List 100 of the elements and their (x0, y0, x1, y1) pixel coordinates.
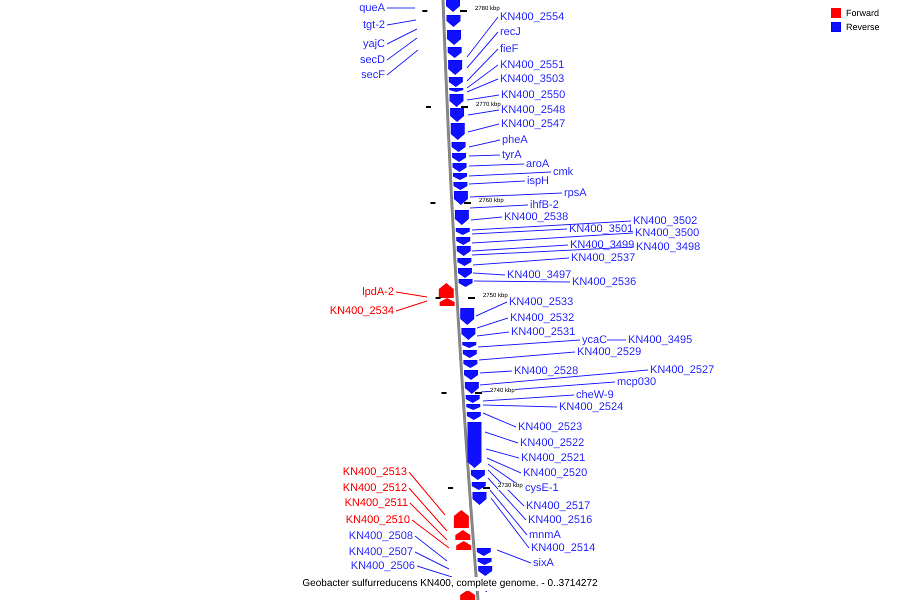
gene-label: KN400_2536 (572, 275, 636, 289)
leader-line (472, 232, 634, 244)
leader-line (468, 140, 500, 148)
gene-label: KN400_3503 (500, 72, 564, 86)
leader-line (468, 180, 526, 184)
leader-line (496, 550, 532, 564)
leader-line (386, 28, 418, 44)
leader-line (478, 340, 580, 348)
gene-label: KN400_2514 (531, 541, 596, 555)
gene-label: KN400_2529 (577, 345, 642, 359)
leader-line (478, 352, 576, 360)
leader-line (468, 154, 500, 156)
leader-line (468, 110, 500, 116)
gene-label: KN400_2510 (346, 513, 410, 527)
leader-line (470, 204, 528, 208)
leader-line (466, 64, 498, 88)
leader-line (480, 370, 648, 386)
gene-label: KN400_2524 (559, 400, 624, 414)
leader-line (488, 478, 526, 520)
gene-label: KN400_2507 (348, 545, 413, 559)
leader-line (472, 228, 568, 234)
gene-label: ispH (527, 174, 550, 188)
gene-label: ihfB-2 (530, 198, 559, 212)
leader-line (486, 458, 522, 474)
leader-line (386, 50, 418, 76)
leader-line (490, 490, 528, 536)
leader-line (472, 272, 506, 276)
leader-line (408, 488, 448, 532)
gene-label: rpsA (564, 186, 587, 200)
gene-label: KN400_3500 (635, 226, 700, 240)
leader-line (490, 498, 530, 548)
gene-label: tyrA (502, 148, 522, 162)
leader-line (472, 244, 568, 252)
gene-label: recJ (500, 25, 521, 39)
leader-line (412, 520, 450, 548)
leader-line (482, 394, 574, 402)
leader-line (396, 292, 428, 298)
leader-line (482, 412, 516, 428)
gene-label: secD (360, 53, 385, 67)
gene-label: KN400_2522 (520, 436, 584, 450)
gene-label: KN400_2521 (521, 451, 586, 465)
gene-label: mnmA (529, 528, 561, 542)
gene-label: KN400_2534 (330, 304, 394, 318)
gene-label: KN400_2527 (650, 363, 714, 377)
gene-label: pheA (502, 133, 528, 147)
leader-line (416, 566, 452, 578)
gene-label: aroA (526, 157, 550, 171)
gene-label: cmk (553, 165, 574, 179)
gene-label: KN400_2516 (528, 513, 592, 527)
gene-label: mcp030 (617, 375, 656, 389)
leader-line (386, 38, 418, 60)
leader-line (414, 536, 448, 562)
leader-line (386, 20, 416, 26)
gene-label: cysE-1 (525, 481, 559, 495)
gene-label: KN400_2517 (526, 499, 590, 513)
leader-line (470, 216, 502, 220)
leader-line (476, 332, 510, 336)
leader-line (476, 302, 508, 316)
gene-label: KN400_2547 (501, 117, 566, 131)
gene-label: KN400_3497 (507, 268, 572, 282)
gene-label: cheW-9 (576, 388, 614, 402)
gene-label: queA (359, 1, 385, 15)
gene-label: KN400_3501 (569, 222, 634, 236)
leader-line (466, 94, 500, 100)
gene-label: lpdA-2 (362, 285, 394, 299)
leader-line (482, 404, 558, 408)
gene-label: KN400_2550 (501, 88, 566, 102)
leader-line (466, 78, 498, 92)
gene-label: secF (361, 68, 385, 82)
leader-line (468, 164, 524, 166)
legend-label: Reverse (846, 21, 881, 33)
leader-line (468, 172, 552, 176)
leader-line (466, 16, 498, 58)
gene-label: KN400_3499 (570, 238, 634, 252)
gene-label: KN400_2532 (510, 311, 574, 325)
gene-label: KN400_2548 (501, 103, 566, 117)
leader-line (470, 192, 562, 198)
legend-label: Forward (846, 7, 880, 19)
gene-label: KN400_2554 (500, 10, 564, 24)
gene-label: ycaC (582, 333, 608, 347)
leader-line (414, 552, 450, 570)
gene-label: tgt-2 (362, 18, 385, 32)
leader-line (472, 246, 634, 256)
gene-label: KN400_2512 (342, 481, 407, 495)
leader-line (480, 370, 512, 374)
gene-label: KN400_2506 (350, 559, 415, 573)
gene-label: KN400_2523 (518, 420, 582, 434)
gene-label: KN400_2528 (514, 364, 578, 378)
gene-label: sixA (533, 556, 554, 570)
leader-line (474, 280, 570, 282)
gene-label: KN400_2520 (523, 466, 588, 480)
gene-label: KN400_3498 (636, 240, 700, 254)
leader-line (486, 448, 520, 458)
gene-label: KN400_2551 (500, 58, 564, 72)
leader-line (472, 258, 570, 266)
gene-label: KN400_2533 (509, 295, 574, 309)
gene-label: KN400_2531 (511, 325, 576, 339)
gene-label: KN400_2511 (344, 496, 408, 510)
gene-label: KN400_2508 (348, 529, 413, 543)
leader-line (466, 48, 498, 82)
